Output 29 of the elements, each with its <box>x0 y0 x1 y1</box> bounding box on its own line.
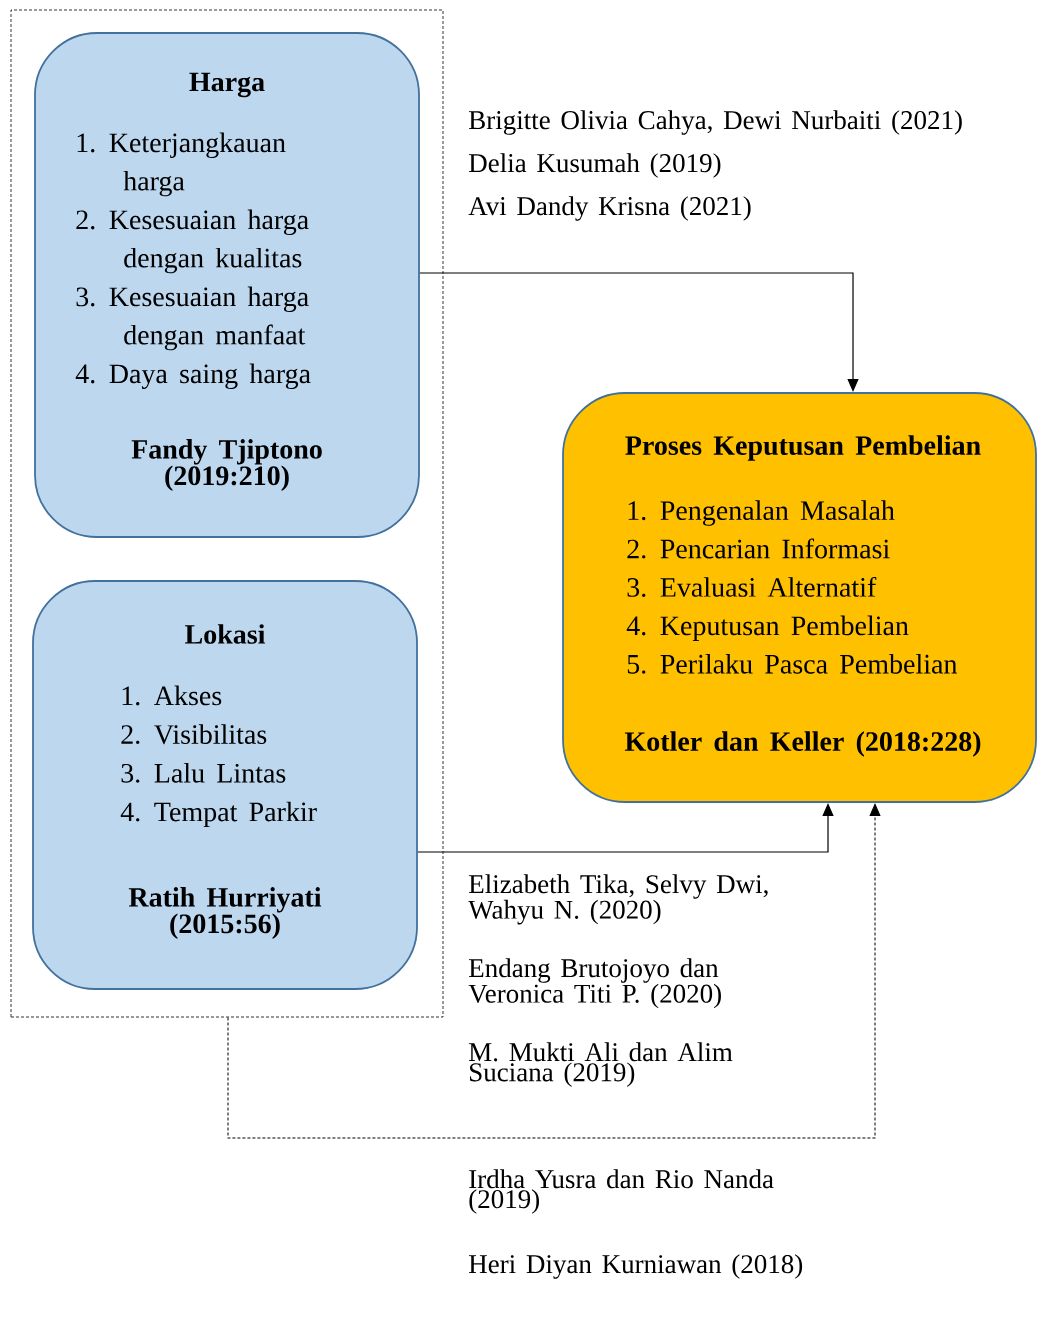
dashed-group-frame <box>10 9 444 1018</box>
list-item: 4. Tempat Parkir <box>120 801 317 828</box>
list-item: 2. Kesesuaian harga dengan kualitas <box>76 209 309 274</box>
list-item: 1. Akses <box>122 685 222 706</box>
author-citation: Ratih Hurriyati (2015:56) <box>128 887 322 939</box>
list-item: 2. Visibilitas <box>121 724 267 745</box>
list-item: 3. Lalu Lintas <box>121 763 286 783</box>
list-item: 3. Evaluasi Alternatif <box>627 576 877 597</box>
reference-text: Elizabeth Tika, Selvy Dwi, Wahyu N. (2020) <box>468 874 768 925</box>
list-item: 1. Keterjangkauan harga <box>77 132 286 197</box>
list-item: 3. Kesesuaian harga dengan manfaat <box>76 286 309 351</box>
box-title: Harga <box>189 72 265 98</box>
list-item: 5. Perilaku Pasca Pembelian <box>627 653 958 674</box>
reference-text: Irdha Yusra dan Rio Nanda (2019) <box>469 1169 774 1214</box>
reference-text: Avi Dandy Krisna (2021) <box>468 196 751 221</box>
list-item: 2. Pencarian Informasi <box>627 538 890 559</box>
list-item: 4. Keputusan Pembelian <box>626 615 909 641</box>
reference-text: Delia Kusumah (2019) <box>469 153 721 178</box>
list-item: 4. Daya saing harga <box>75 363 311 390</box>
box-title: Proses Keputusan Pembelian <box>625 435 981 461</box>
box-title: Lokasi <box>185 624 266 644</box>
author-citation: Fandy Tjiptono (2019:210) <box>131 439 322 491</box>
reference-text: Heri Diyan Kurniawan (2018) <box>469 1254 803 1279</box>
reference-text: Brigitte Olivia Cahya, Dewi Nurbaiti (2021) <box>469 110 962 135</box>
list-item: 1. Pengenalan Masalah <box>628 500 895 526</box>
author-citation: Kotler dan Keller (2018:228) <box>624 731 981 757</box>
reference-text: M. Mukti Ali dan Alim Suciana (2019) <box>469 1042 733 1087</box>
arrow <box>227 803 881 1139</box>
reference-text: Endang Brutojoyo dan Veronica Titi P. (2020) <box>468 958 721 1009</box>
